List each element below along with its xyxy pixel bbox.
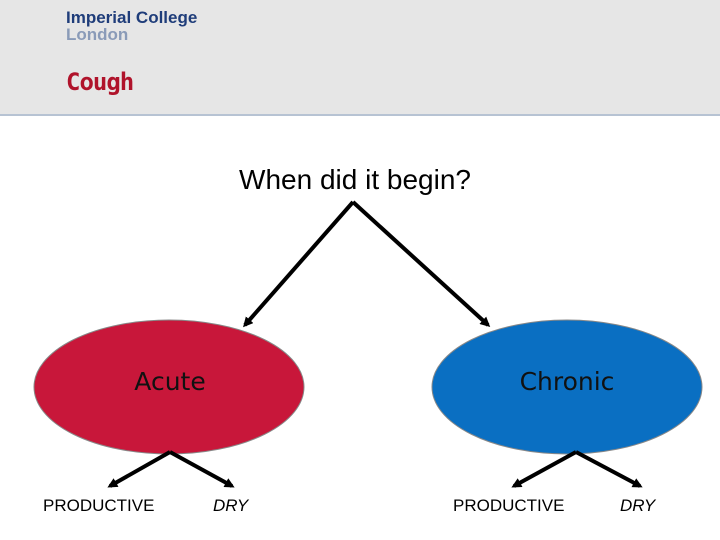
connector-chronic-to-dry <box>575 450 643 488</box>
slide-title: Cough <box>66 68 134 96</box>
acute-dry-label: DRY <box>213 496 249 515</box>
connector-chronic-to-productive <box>511 450 577 488</box>
connector-question-to-acute <box>243 200 355 328</box>
chronic-productive-label: PRODUCTIVE <box>453 496 565 515</box>
connector-question-to-chronic <box>351 200 491 328</box>
acute-productive-label: PRODUCTIVE <box>43 496 155 515</box>
chronic-ellipse <box>431 319 703 455</box>
acute-label: Acute <box>134 367 206 396</box>
connector-acute-to-dry <box>169 450 235 488</box>
logo-text-line2: London <box>66 25 129 44</box>
connector-acute-to-productive <box>107 450 171 488</box>
slide-header: Imperial College London Cough <box>0 0 720 116</box>
diagram-question: When did it begin? <box>239 164 471 195</box>
chronic-label: Chronic <box>519 367 615 396</box>
chronic-dry-label: DRY <box>620 496 656 515</box>
logo-text-line1: Imperial College <box>66 8 198 27</box>
